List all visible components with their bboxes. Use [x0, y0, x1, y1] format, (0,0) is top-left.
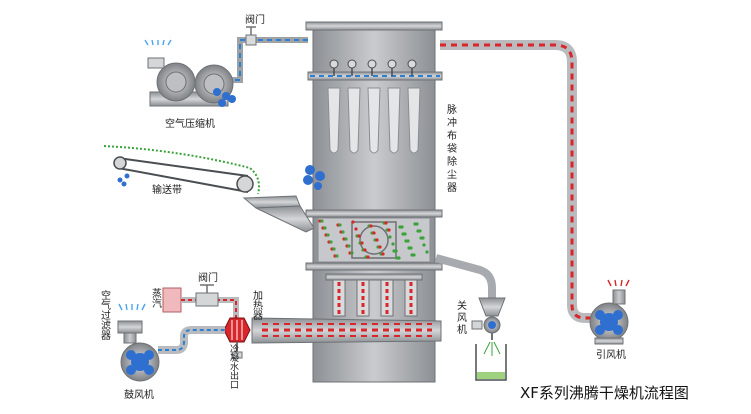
valve-top-icon [245, 26, 257, 46]
label-heater: 加热器 [251, 290, 263, 321]
label-condensate: 冷凝水出口 [228, 343, 239, 389]
air-intake-icon [144, 39, 172, 46]
label-conveyor: 输送带 [152, 183, 182, 196]
valve-steam-icon [195, 284, 219, 307]
compressed-air-pipe [226, 37, 308, 83]
exhaust-outlet-icon [607, 279, 630, 287]
pulse-nozzle-icon [387, 59, 397, 69]
exhaust-pipe [440, 40, 598, 323]
filter-bag [407, 87, 421, 154]
heating-tubes [325, 273, 423, 317]
pulse-nozzle-icon [329, 59, 339, 69]
label-pulse-filter: 脉冲布袋除尘器 [445, 103, 457, 195]
blower-outlet-pipe [158, 326, 225, 354]
pulse-nozzle-icon [347, 59, 357, 69]
product-bin [475, 341, 507, 381]
feed-particles [303, 165, 325, 190]
filter-bag [387, 87, 401, 154]
label-valve-steam: 阀门 [198, 271, 218, 284]
air-compressor [147, 57, 236, 107]
label-air-compressor: 空气压缩机 [165, 117, 215, 130]
air-filter [117, 320, 143, 344]
filter-bag [327, 87, 341, 154]
air-intake-icon-2 [118, 303, 146, 311]
feed-hopper [242, 195, 315, 233]
diagram-title: XF系列沸腾干燥机流程图 [520, 384, 689, 402]
discharge-chute [434, 254, 506, 317]
conveyor-belt [103, 145, 260, 195]
filter-bag [367, 87, 381, 154]
label-steam: 蒸汽 [150, 288, 162, 308]
pulse-nozzle-icon [407, 59, 417, 69]
label-blower: 鼓风机 [124, 388, 154, 401]
label-rotary-valve: 关风机 [455, 299, 467, 336]
filter-bags [327, 59, 421, 154]
label-valve-top: 阀门 [245, 13, 265, 26]
pulse-nozzle-icon [367, 59, 377, 69]
blower [120, 342, 160, 382]
fluid-bed [317, 217, 431, 263]
induced-fan [589, 289, 629, 345]
filter-bag [347, 87, 361, 154]
steam-supply [162, 287, 239, 318]
hot-air-inlet-duct [251, 317, 442, 344]
label-air-filter: 空气过滤器 [99, 289, 111, 341]
label-induced-fan: 引风机 [596, 348, 626, 361]
rotary-valve [471, 316, 501, 340]
